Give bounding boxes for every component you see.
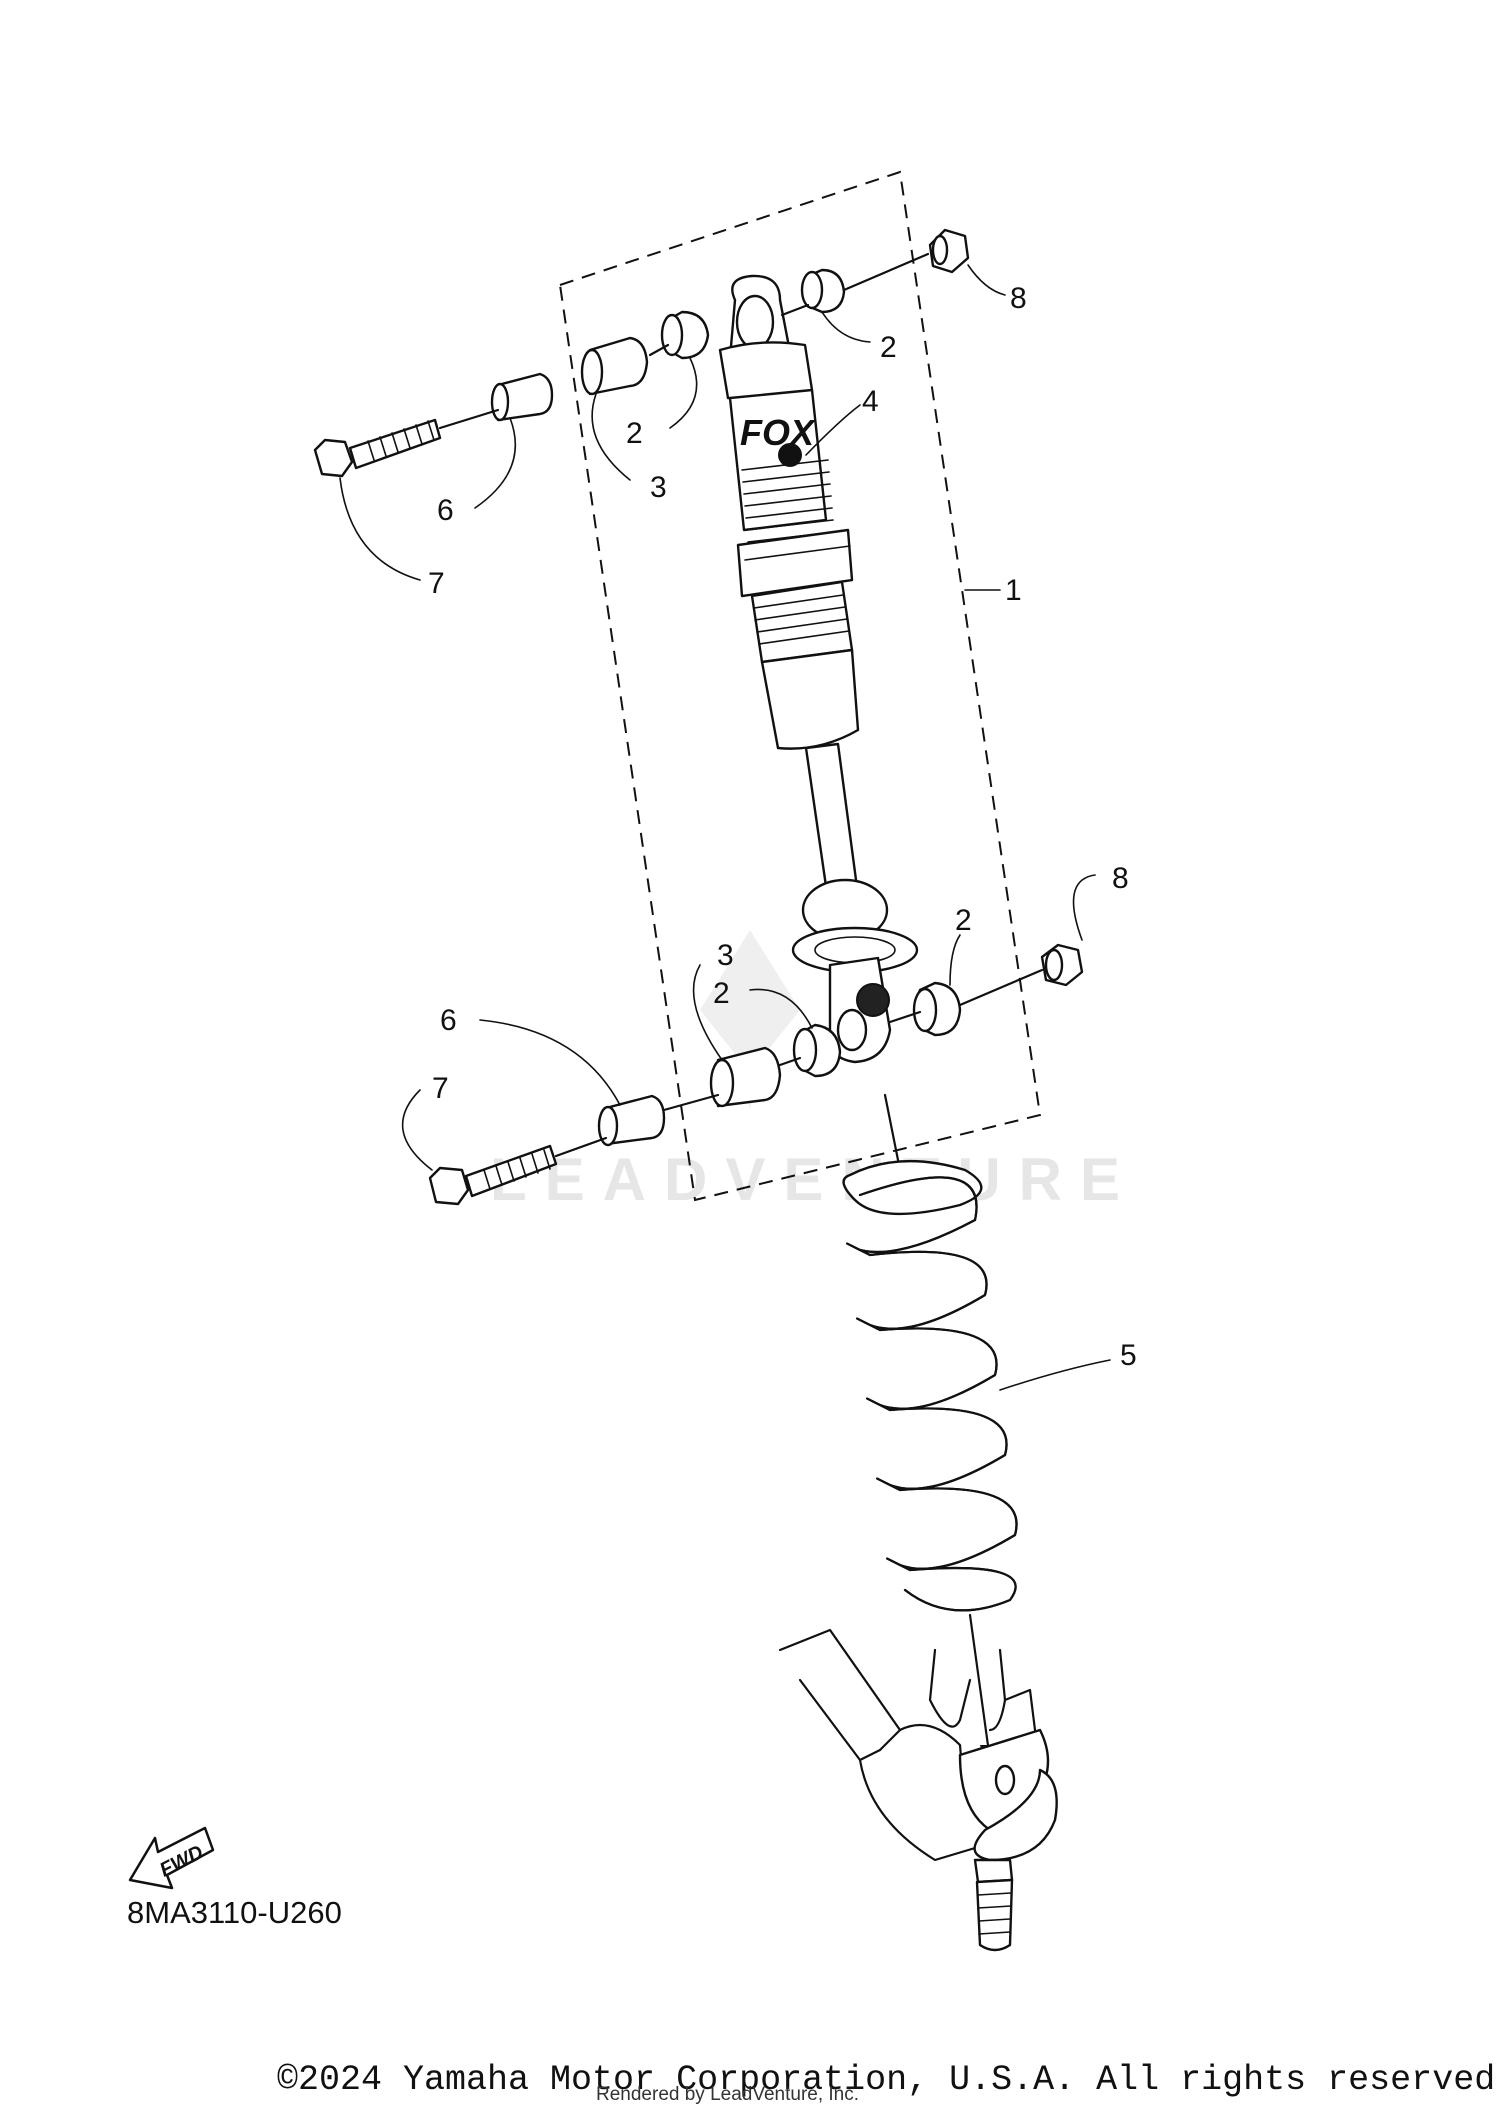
lower-right-bushing <box>912 981 962 1037</box>
callout-2-upper-left: 2 <box>626 417 643 450</box>
lower-bolt <box>428 1144 558 1206</box>
copyright-notice: ©2024 Yamaha Motor Corporation, U.S.A. A… <box>277 2060 1500 2100</box>
fwd-arrow-icon: FWD <box>128 1826 215 1890</box>
callout-6-upper: 6 <box>437 494 454 527</box>
callout-1: 1 <box>1005 574 1022 607</box>
rendered-by-credit: Rendered by LeadVenture, Inc. <box>596 2084 860 2105</box>
lower-threads <box>753 594 850 645</box>
callout-3-upper: 3 <box>650 471 667 504</box>
callout-labels: 8 2 2 3 4 6 7 1 8 2 3 2 6 7 5 <box>428 282 1137 1372</box>
lower-right-nut <box>1040 943 1084 987</box>
assembly-boundary <box>558 170 1042 1202</box>
lower-arm-mount <box>778 1613 1058 1952</box>
callout-4: 4 <box>862 385 879 418</box>
lower-left-spacer <box>597 1094 666 1147</box>
brand-logo: FOX <box>740 412 816 453</box>
callout-8-lower: 8 <box>1112 862 1129 895</box>
callout-6-lower: 6 <box>440 1004 457 1037</box>
leader-lines <box>339 264 1111 1391</box>
upper-left-bushing-2 <box>660 310 710 360</box>
shock-absorber: FOX <box>718 274 919 1064</box>
upper-left-spacer <box>490 372 554 422</box>
coil-spring <box>842 1093 1018 1612</box>
callout-7-lower: 7 <box>432 1072 449 1105</box>
callout-2-upper-right: 2 <box>880 331 897 364</box>
callout-2-lower-left: 2 <box>713 977 730 1010</box>
watermark-text: LEADVENTURE <box>490 1146 1138 1213</box>
upper-right-bushing <box>800 268 846 314</box>
diagram-code: 8MA3110-U260 <box>127 1895 342 1930</box>
lower-left-collar <box>709 1046 782 1108</box>
upper-right-nut <box>928 228 970 274</box>
lower-left-bushing-2 <box>792 1023 842 1078</box>
callout-7-upper: 7 <box>428 567 445 600</box>
callout-8-upper: 8 <box>1010 282 1027 315</box>
callout-3-lower: 3 <box>717 939 734 972</box>
callout-2-lower-right: 2 <box>955 904 972 937</box>
upper-bolt <box>313 418 442 478</box>
watermark-logo <box>700 930 800 1110</box>
callout-5: 5 <box>1120 1339 1137 1372</box>
upper-left-collar <box>580 336 649 396</box>
